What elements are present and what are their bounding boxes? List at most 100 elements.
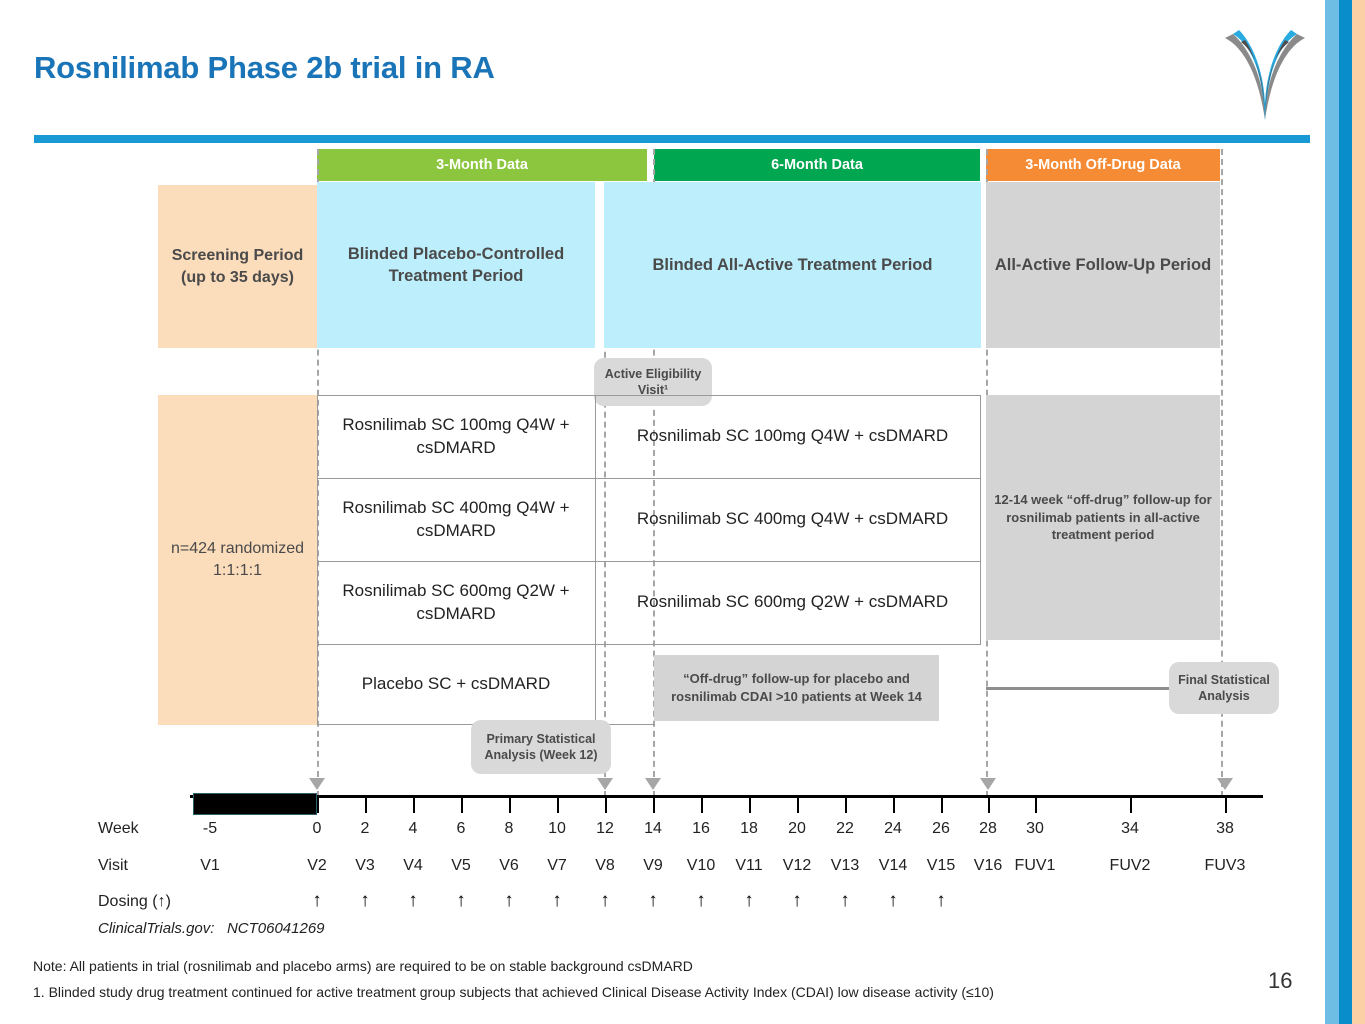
visit-label: V6 — [499, 857, 519, 874]
phase-bar-6-month: 6-Month Data — [654, 149, 980, 181]
page-title: Rosnilimab Phase 2b trial in RA — [34, 50, 495, 85]
visit-label: V8 — [595, 857, 615, 874]
axis-tick — [701, 798, 703, 813]
visit-label: V15 — [926, 857, 956, 874]
dosing-arrow-icon: ↑ — [600, 890, 610, 911]
arm-cell-blinded-1: Rosnilimab SC 100mg Q4W + csDMARD — [342, 415, 570, 457]
dosing-arrow-icon: ↑ — [936, 890, 946, 911]
dosing-arrow-icon: ↑ — [888, 890, 898, 911]
axis-tick — [1130, 798, 1132, 813]
visit-label: V10 — [686, 857, 716, 874]
arm-border-left — [317, 395, 318, 725]
week-label: 6 — [456, 820, 466, 837]
week-label: 4 — [408, 820, 418, 837]
callout-primary-statistical-analysis: Primary Statistical Analysis (Week 12) — [471, 720, 611, 774]
timeline-axis — [190, 795, 1263, 798]
edge-stripe-blue — [1339, 0, 1352, 1024]
axis-tick — [653, 798, 655, 813]
arm-cell-active-3: Rosnilimab SC 600mg Q2W + csDMARD — [636, 592, 949, 612]
arm-cell-active-2: Rosnilimab SC 400mg Q4W + csDMARD — [636, 509, 949, 529]
axis-tick — [893, 798, 895, 813]
visit-label: V5 — [451, 857, 471, 874]
week-label: 22 — [836, 820, 854, 837]
guide-line-week-0 — [317, 149, 319, 797]
dosing-arrow-icon: ↑ — [696, 890, 706, 911]
period-box-all-active-followup: All-Active Follow-Up Period — [986, 182, 1220, 348]
dosing-arrow-icon: ↑ — [312, 890, 322, 911]
dosing-arrow-icon: ↑ — [408, 890, 418, 911]
axis-tick — [988, 798, 990, 813]
milestone-arrow-icon — [309, 778, 325, 790]
visit-label: V11 — [735, 857, 763, 874]
arm-rule-top — [317, 395, 981, 396]
phase-bar-off-drug: 3-Month Off-Drug Data — [986, 149, 1220, 181]
dosing-arrow-icon: ↑ — [456, 890, 466, 911]
dosing-arrow-icon: ↑ — [840, 890, 850, 911]
period-box-placebo-controlled: Blinded Placebo-Controlled Treatment Per… — [317, 182, 595, 348]
milestone-arrow-icon — [645, 778, 661, 790]
visit-label: V2 — [307, 857, 327, 874]
visit-label: V4 — [403, 857, 423, 874]
registry-label: ClinicalTrials.gov: — [98, 920, 215, 937]
visit-label: FUV2 — [1109, 857, 1151, 874]
milestone-arrow-icon — [980, 778, 996, 790]
guide-line-week-14 — [653, 149, 655, 797]
period-box-screening: Screening Period (up to 35 days) — [158, 185, 317, 348]
arm-border-mid — [595, 395, 596, 725]
week-label: 30 — [1026, 820, 1044, 837]
page-number: 16 — [1268, 968, 1293, 993]
arm-cell-blinded-3: Rosnilimab SC 600mg Q2W + csDMARD — [342, 581, 570, 623]
guide-line-week-12 — [604, 182, 606, 797]
week-label: 18 — [740, 820, 758, 837]
dosing-arrow-icon: ↑ — [504, 890, 514, 911]
info-placebo-followup: “Off-drug” follow-up for placebo and ros… — [654, 655, 939, 721]
visit-label: V3 — [355, 857, 375, 874]
week-label: 0 — [312, 820, 322, 837]
week-label: 24 — [884, 820, 902, 837]
callout-final-statistical-analysis: Final Statistical Analysis — [1169, 662, 1279, 714]
title-divider — [34, 135, 1310, 143]
randomization-box: n=424 randomized 1:1:1:1 — [158, 395, 317, 725]
footnote-note: Note: All patients in trial (rosnilimab … — [33, 958, 693, 974]
period-box-all-active-treatment: Blinded All-Active Treatment Period — [604, 182, 981, 348]
visit-label: V14 — [878, 857, 908, 874]
visit-label: V12 — [782, 857, 812, 874]
week-label: 26 — [932, 820, 950, 837]
visit-label: FUV1 — [1014, 857, 1056, 874]
phase-bar-3-month: 3-Month Data — [317, 149, 647, 181]
dosing-arrow-icon: ↑ — [648, 890, 658, 911]
visit-label: V7 — [547, 857, 567, 874]
axis-tick — [1035, 798, 1037, 813]
company-logo-icon — [1225, 30, 1305, 123]
final-analysis-connector — [986, 687, 1171, 690]
axis-tick — [509, 798, 511, 813]
edge-stripe-lightblue — [1325, 0, 1339, 1024]
dosing-arrow-icon: ↑ — [792, 890, 802, 911]
axis-tick — [605, 798, 607, 813]
guide-line-week-38 — [1221, 149, 1223, 797]
arm-cell-blinded-2: Rosnilimab SC 400mg Q4W + csDMARD — [342, 498, 570, 540]
registry-id: NCT06041269 — [226, 920, 325, 937]
milestone-arrow-icon — [1217, 778, 1233, 790]
week-label: 2 — [360, 820, 370, 837]
row-label-week: Week — [98, 820, 139, 837]
arm-cell-active-1: Rosnilimab SC 100mg Q4W + csDMARD — [636, 426, 949, 446]
arm-border-right — [980, 395, 981, 644]
visit-label: V9 — [643, 857, 663, 874]
info-off-drug-followup: 12-14 week “off-drug” follow-up for rosn… — [986, 395, 1220, 640]
arm-rule-2 — [317, 561, 981, 562]
week-label: 28 — [979, 820, 997, 837]
milestone-arrow-icon — [597, 778, 613, 790]
arm-cell-blinded-4: Placebo SC + csDMARD — [361, 673, 551, 693]
dosing-arrow-icon: ↑ — [360, 890, 370, 911]
clinicaltrials-registry: ClinicalTrials.gov: NCT06041269 — [98, 920, 325, 937]
visit-label: V16 — [973, 857, 1003, 874]
callout-active-eligibility-visit: Active Eligibility Visit¹ — [594, 358, 712, 406]
visit-label: FUV3 — [1204, 857, 1246, 874]
week-label: -5 — [202, 820, 218, 837]
week-label: 14 — [644, 820, 662, 837]
week-label: 12 — [596, 820, 614, 837]
axis-tick — [317, 798, 319, 813]
week-label: 10 — [548, 820, 566, 837]
